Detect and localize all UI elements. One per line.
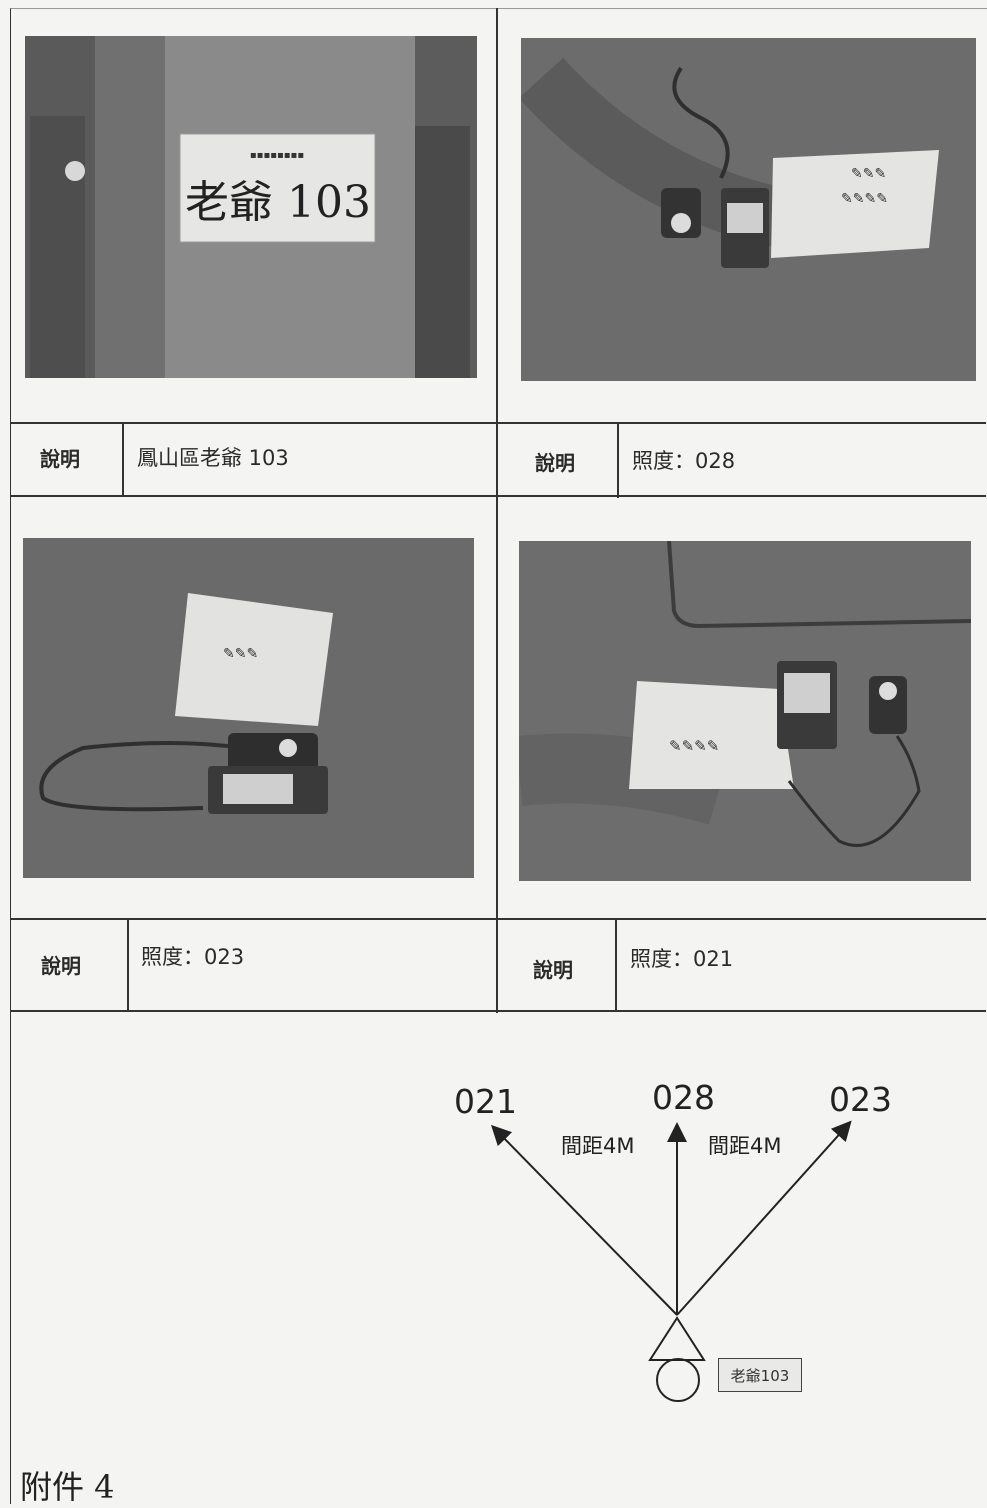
svg-text:✎✎✎✎: ✎✎✎✎ (669, 737, 719, 755)
svg-text:▪▪▪▪▪▪▪▪: ▪▪▪▪▪▪▪▪ (250, 150, 304, 161)
photo-lux-meter-028: ✎✎✎ ✎✎✎✎ (521, 38, 976, 381)
caption4-divider (615, 920, 617, 1012)
caption-3-text: 照度：023 (141, 945, 245, 969)
caption-2-text: 照度：028 (632, 449, 736, 473)
row2-caption-bottom-line (10, 1010, 986, 1012)
spacing-label-right: 間距4M (708, 1134, 782, 1158)
diagram-value-right: 023 (829, 1080, 892, 1119)
svg-text:✎✎✎: ✎✎✎ (851, 166, 886, 182)
caption1-divider (122, 422, 124, 496)
page-frame (10, 8, 987, 1504)
diagram-value-left: 021 (454, 1082, 517, 1121)
vertical-divider (496, 8, 498, 1013)
svg-text:✎✎✎✎: ✎✎✎✎ (841, 191, 888, 207)
photo-pole-sign: ▪▪▪▪▪▪▪▪ 老爺 103 (25, 36, 477, 378)
attachment-label: 附件 4 (20, 1468, 115, 1506)
caption-3-label: 說明 (41, 954, 81, 978)
caption-1-label: 說明 (40, 447, 80, 471)
caption-4-label: 說明 (533, 958, 573, 982)
caption3-divider (127, 918, 129, 1010)
pole-label-tag: 老爺103 (718, 1358, 802, 1392)
photo-lux-meter-023: ✎✎✎ (23, 538, 474, 878)
caption2-divider (617, 424, 619, 498)
row2-caption-top-line (10, 918, 986, 920)
caption-1-text: 鳳山區老爺 103 (137, 446, 289, 470)
caption-2-label: 說明 (535, 451, 575, 475)
row1-caption-bottom-line (10, 495, 986, 497)
caption-4-text: 照度：021 (630, 947, 734, 971)
row1-caption-top-line (10, 422, 986, 424)
pole-sign-text: 老爺 103 (185, 177, 371, 228)
spacing-label-left: 間距4M (561, 1134, 635, 1158)
diagram-value-center: 028 (652, 1078, 715, 1117)
photo-lux-meter-021: ✎✎✎✎ (519, 541, 971, 881)
svg-text:✎✎✎: ✎✎✎ (223, 646, 258, 662)
